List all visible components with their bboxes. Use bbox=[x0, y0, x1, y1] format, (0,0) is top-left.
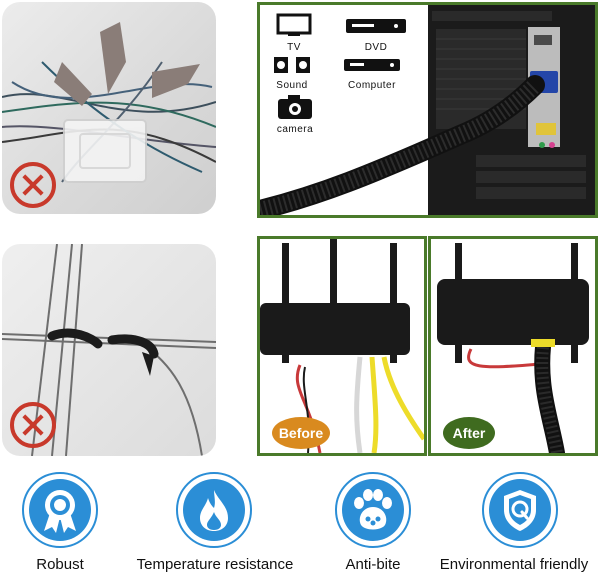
device-label: DVD bbox=[364, 42, 388, 53]
dvd-icon bbox=[346, 19, 406, 33]
messy-cables-photo bbox=[2, 2, 216, 214]
device-tv: TV bbox=[274, 13, 314, 53]
before-badge: Before bbox=[272, 417, 330, 449]
feature-temperature: Temperature resistance bbox=[125, 472, 305, 573]
device-label: camera bbox=[276, 124, 314, 135]
shield-q-icon bbox=[482, 472, 558, 548]
device-label: Sound bbox=[276, 80, 308, 91]
flame-icon bbox=[176, 472, 252, 548]
feature-robust: Robust bbox=[10, 472, 110, 573]
camera-icon bbox=[278, 95, 312, 119]
feature-label: Anti-bite bbox=[345, 556, 401, 573]
feature-environmental: Environmental friendly bbox=[430, 472, 598, 573]
cable-tangle-graphic bbox=[2, 22, 216, 183]
feature-anti-bite: Anti-bite bbox=[318, 472, 428, 573]
router-after-graphic bbox=[437, 243, 589, 453]
device-label: Computer bbox=[348, 80, 396, 91]
device-computer: Computer bbox=[340, 55, 404, 91]
speaker-icon bbox=[274, 57, 310, 73]
feature-label: Environmental friendly bbox=[439, 556, 589, 573]
reject-x-icon bbox=[10, 162, 56, 208]
device-dvd: DVD bbox=[344, 13, 408, 53]
pc-tower-graphic bbox=[260, 5, 595, 215]
device-camera: camera bbox=[272, 93, 318, 135]
award-ribbon-icon bbox=[22, 472, 98, 548]
taped-cables-graphic bbox=[2, 244, 216, 456]
feature-label: Robust bbox=[36, 556, 84, 573]
paw-icon bbox=[335, 472, 411, 548]
device-sound: Sound bbox=[270, 55, 314, 91]
computer-icon bbox=[344, 59, 400, 71]
tv-icon bbox=[276, 13, 312, 36]
feature-label: Temperature resistance bbox=[136, 556, 294, 573]
device-label: TV bbox=[287, 42, 301, 53]
after-badge: After bbox=[443, 417, 495, 449]
taped-cables-photo bbox=[2, 244, 216, 456]
reject-x-icon bbox=[10, 402, 56, 448]
before-router-photo: Before bbox=[257, 236, 427, 456]
device-list: TV DVD Sound bbox=[260, 5, 428, 215]
computer-sleeve-photo: TV DVD Sound bbox=[257, 2, 598, 218]
after-router-photo: After bbox=[428, 236, 598, 456]
